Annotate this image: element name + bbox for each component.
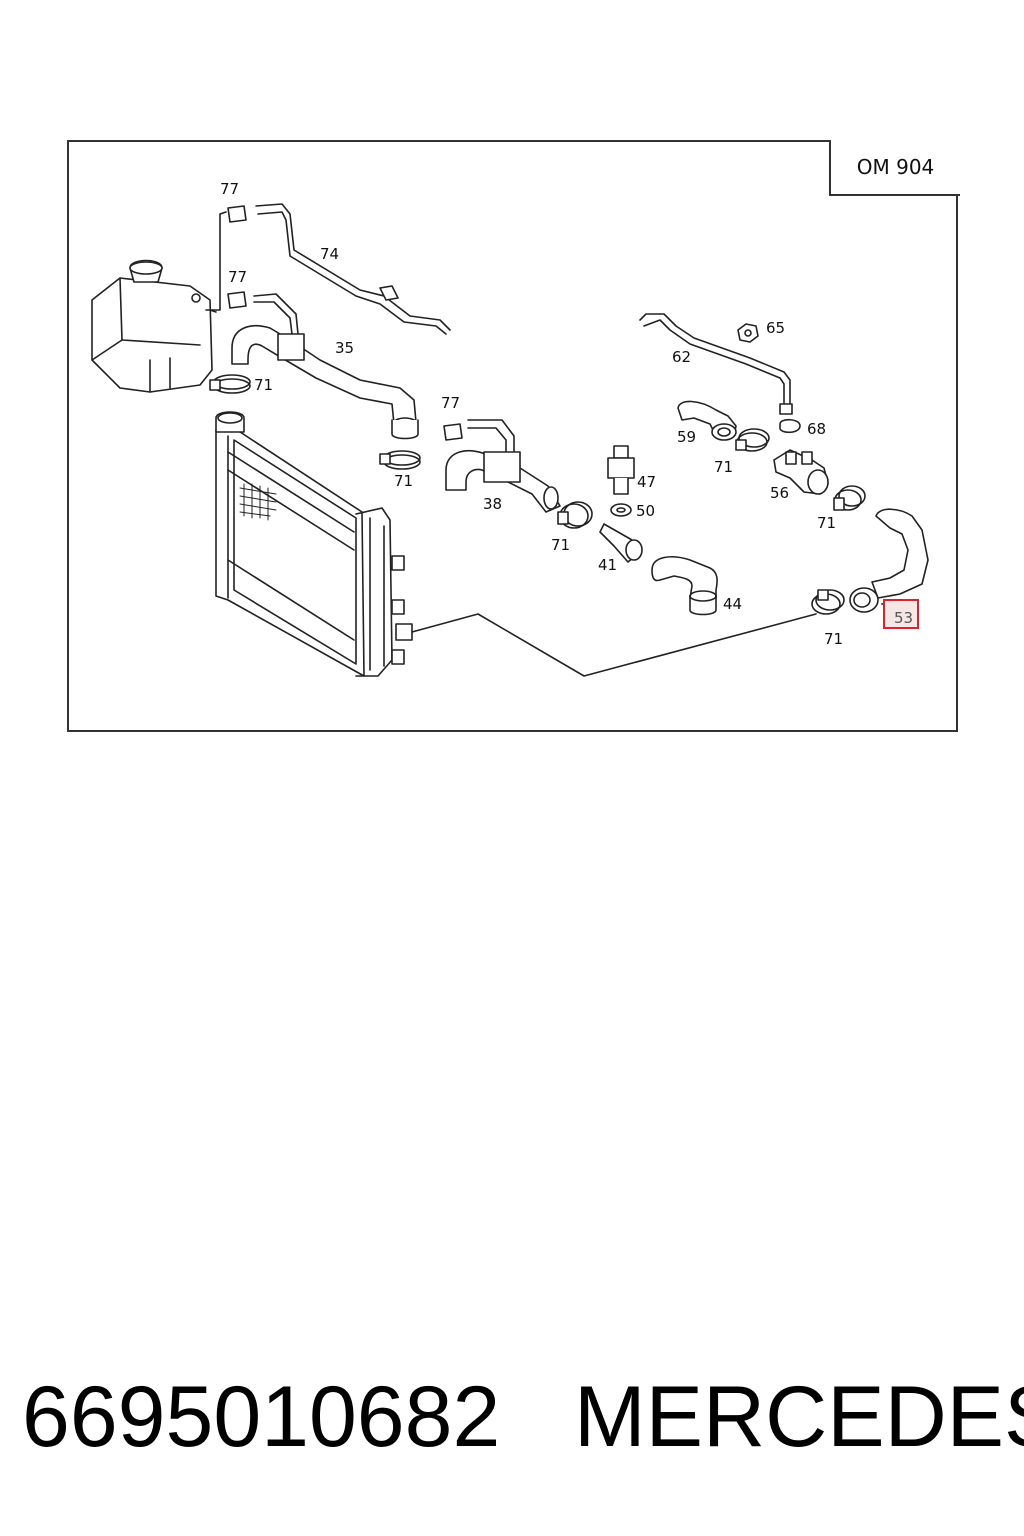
clamp-71-drawing <box>209 374 251 394</box>
hose-44-drawing <box>651 556 718 616</box>
clip-68-drawing <box>779 418 801 434</box>
hose-38-drawing <box>445 449 561 513</box>
callout-50[interactable]: 50 <box>636 502 655 520</box>
pipe-62-drawing <box>639 313 791 409</box>
callout-77[interactable]: 77 <box>220 180 239 198</box>
callout-71[interactable]: 71 <box>394 472 413 490</box>
callout-41[interactable]: 41 <box>598 556 617 574</box>
nut-65-drawing <box>737 323 759 343</box>
housing-56-drawing <box>773 449 829 495</box>
radiator-drawing <box>215 411 413 677</box>
diagram-frame: OM 904 <box>67 140 960 732</box>
connector-line <box>411 613 817 677</box>
part-number: 6695010682 <box>22 1369 501 1465</box>
callout-71[interactable]: 71 <box>551 536 570 554</box>
callout-71[interactable]: 71 <box>254 376 273 394</box>
callout-35[interactable]: 35 <box>335 339 354 357</box>
callout-71[interactable]: 71 <box>824 630 843 648</box>
callout-56[interactable]: 56 <box>770 484 789 502</box>
sensor-47-drawing <box>607 445 635 495</box>
callout-62[interactable]: 62 <box>672 348 691 366</box>
engine-code-label: OM 904 <box>829 140 960 196</box>
callout-71[interactable]: 71 <box>817 514 836 532</box>
brand-name: MERCEDES <box>574 1369 1024 1465</box>
callout-77[interactable]: 77 <box>441 394 460 412</box>
footer: 6695010682 MERCEDES <box>0 1368 1024 1478</box>
highlight-box <box>883 599 919 629</box>
callout-74[interactable]: 74 <box>320 245 339 263</box>
hose-59-drawing <box>677 400 737 441</box>
callout-59[interactable]: 59 <box>677 428 696 446</box>
hose-35-drawing <box>231 324 419 440</box>
hose-53-drawing <box>849 508 929 613</box>
callout-53-highlighted[interactable]: 53 <box>894 609 913 627</box>
expansion-tank-drawing <box>91 259 217 393</box>
tee-41-drawing <box>599 523 643 563</box>
callout-47[interactable]: 47 <box>637 473 656 491</box>
clip-77-drawing <box>205 205 247 311</box>
callout-65[interactable]: 65 <box>766 319 785 337</box>
callout-44[interactable]: 44 <box>723 595 742 613</box>
callout-68[interactable]: 68 <box>807 420 826 438</box>
parts-diagram: 77 74 77 35 71 77 71 38 71 47 50 41 44 6… <box>91 180 929 677</box>
pipe-74-drawing <box>255 203 451 335</box>
callout-77[interactable]: 77 <box>228 268 247 286</box>
callout-71[interactable]: 71 <box>714 458 733 476</box>
washer-50-drawing <box>610 503 632 517</box>
callout-38[interactable]: 38 <box>483 495 502 513</box>
